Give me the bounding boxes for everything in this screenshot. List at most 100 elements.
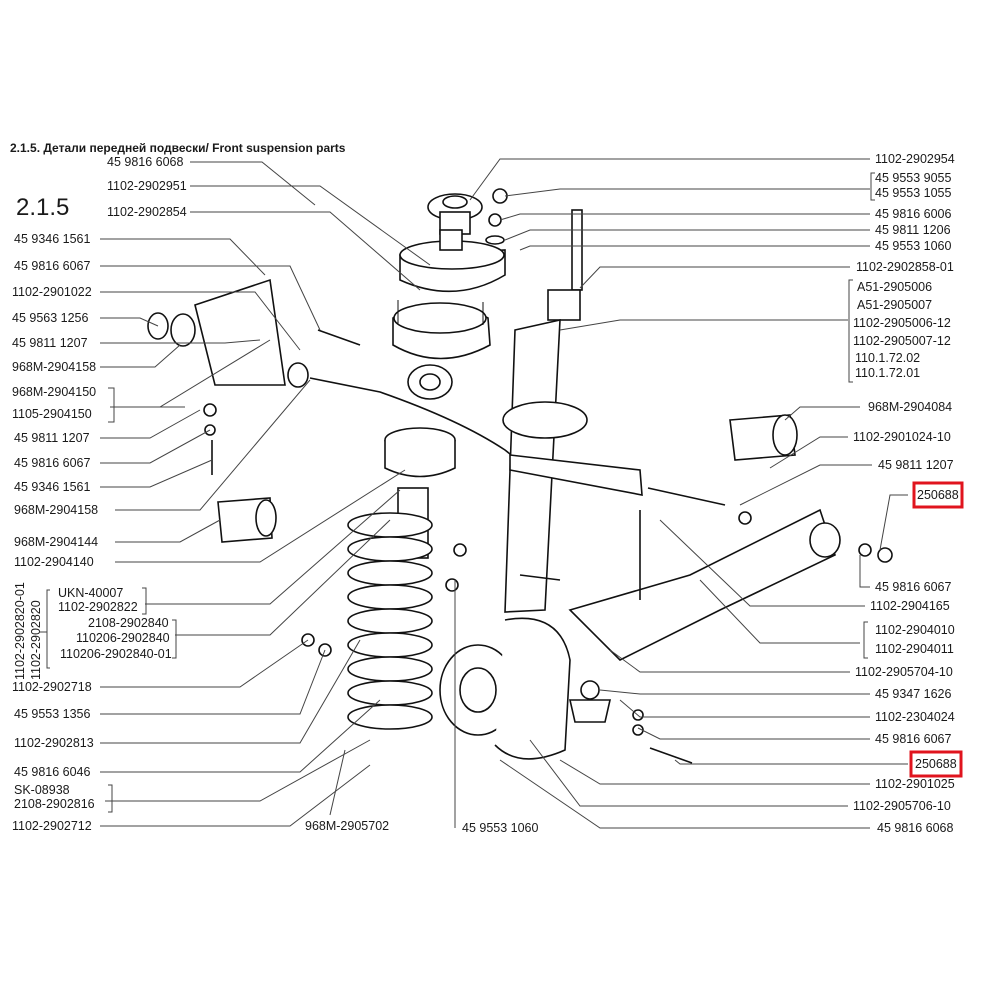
bracket-line <box>46 589 50 669</box>
part-label[interactable]: 45 9816 6046 <box>14 765 91 779</box>
part-label[interactable]: 968M-2905702 <box>305 819 389 833</box>
part-label[interactable]: 45 9816 6068 <box>877 821 954 835</box>
parts-drawing <box>147 188 893 764</box>
bracket-line <box>848 279 853 383</box>
part-label[interactable]: 1102-2905006-12 <box>853 316 951 330</box>
bushings <box>147 278 798 543</box>
leader-lines <box>40 158 908 829</box>
lower-support <box>392 300 491 360</box>
part-label[interactable]: SK-08938 <box>14 783 70 797</box>
part-label[interactable]: 1102-2902854 <box>107 205 187 219</box>
part-label[interactable]: 45 9816 6067 <box>14 259 91 273</box>
leader-line <box>105 739 371 802</box>
part-label[interactable]: 45 9816 6068 <box>107 155 184 169</box>
part-label[interactable]: 1102-2902813 <box>14 736 94 750</box>
part-label[interactable]: 1102-2905704-10 <box>855 665 953 679</box>
leader-line <box>499 759 870 829</box>
leader-line <box>175 519 391 636</box>
part-label[interactable]: 1102-2902822 <box>58 600 138 614</box>
leader-line <box>190 161 316 206</box>
part-label[interactable]: 968M-2904084 <box>868 400 952 414</box>
part-label[interactable]: 110206-2902840-01 <box>60 647 172 661</box>
part-label[interactable]: 45 9811 1207 <box>14 431 90 445</box>
part-label[interactable]: 45 9816 6067 <box>14 456 91 470</box>
spring-part-group: 1102-2902820-01 1102-2902820 UKN-40007 1… <box>13 582 172 680</box>
leader-line <box>100 238 266 276</box>
part-label[interactable]: 45 9347 1626 <box>875 687 952 701</box>
part-label[interactable]: 1102-2901025 <box>875 777 955 791</box>
part-label-vertical[interactable]: 1102-2902820-01 <box>13 582 27 680</box>
leader-line <box>659 519 865 607</box>
part-label[interactable]: 45 9553 1060 <box>462 821 539 835</box>
part-label[interactable]: 1102-2902954 <box>875 152 955 166</box>
part-label[interactable]: 968M-2904144 <box>14 535 98 549</box>
part-label[interactable]: 110.1.72.01 <box>855 366 920 380</box>
part-label[interactable]: UKN-40007 <box>58 586 123 600</box>
part-label[interactable]: 45 9816 6067 <box>875 732 952 746</box>
highlighted-part-label[interactable]: 250688 <box>915 757 957 771</box>
leader-line <box>100 639 361 744</box>
part-label[interactable]: 110.1.72.02 <box>855 351 920 365</box>
part-label[interactable]: 45 9811 1207 <box>12 336 88 350</box>
part-label[interactable]: 45 9346 1561 <box>14 232 91 246</box>
leader-line <box>100 764 371 827</box>
part-label[interactable]: 45 9346 1561 <box>14 480 91 494</box>
part-label[interactable]: 45 9816 6067 <box>875 580 952 594</box>
nuts-washers <box>203 188 893 736</box>
leader-line <box>100 459 213 488</box>
part-label[interactable]: 968M-2904158 <box>14 503 98 517</box>
part-label[interactable]: 2108-2902840 <box>88 616 169 630</box>
part-label[interactable]: 1102-2905706-10 <box>853 799 951 813</box>
leader-line <box>559 759 870 785</box>
part-label[interactable]: 1102-2904140 <box>14 555 94 569</box>
part-label[interactable]: 110206-2902840 <box>76 631 170 645</box>
leader-line <box>100 409 201 439</box>
highlighted-part-label[interactable]: 250688 <box>917 488 959 502</box>
spring-coil <box>347 608 433 634</box>
bracket-line <box>142 587 147 615</box>
part-label[interactable]: 968M-2904150 <box>12 385 96 399</box>
part-label[interactable]: 1102-2304024 <box>875 710 955 724</box>
spring-coil <box>347 704 433 730</box>
leader-line <box>100 649 326 715</box>
part-label[interactable]: 1102-2902718 <box>12 680 92 694</box>
part-label[interactable]: A51-2905006 <box>857 280 932 294</box>
part-label[interactable]: 1102-2901022 <box>12 285 92 299</box>
part-label[interactable]: 1102-2904165 <box>870 599 950 613</box>
leader-line <box>609 649 850 673</box>
part-label[interactable]: 2108-2902816 <box>14 797 95 811</box>
part-label[interactable]: 45 9563 1256 <box>12 311 89 325</box>
section-number: 2.1.5 <box>16 194 69 221</box>
part-label[interactable]: 1102-2901024-10 <box>853 430 951 444</box>
steering-knuckle <box>439 617 571 760</box>
leader-line <box>599 689 870 695</box>
part-label[interactable]: 1102-2904011 <box>875 642 954 656</box>
shock-absorber <box>502 209 643 613</box>
part-label[interactable]: 45 9816 6006 <box>875 207 952 221</box>
part-label[interactable]: 1105-2904150 <box>12 407 92 421</box>
part-label[interactable]: 45 9553 1055 <box>875 186 952 200</box>
part-label[interactable]: 968M-2904158 <box>12 360 96 374</box>
leader-line <box>100 639 309 688</box>
part-label[interactable]: 45 9553 1060 <box>875 239 952 253</box>
part-label[interactable]: 1102-2904010 <box>875 623 955 637</box>
part-label[interactable]: 1102-2905007-12 <box>853 334 951 348</box>
leader-line <box>115 519 221 543</box>
leader-line <box>579 266 850 289</box>
leader-line <box>559 319 848 331</box>
part-label[interactable]: 45 9553 9055 <box>875 171 952 185</box>
leader-line <box>100 291 301 351</box>
part-label-vertical[interactable]: 1102-2902820 <box>29 600 43 680</box>
leader-line <box>739 464 872 506</box>
highlight-box <box>909 750 963 778</box>
part-label[interactable]: 45 9811 1206 <box>875 223 951 237</box>
part-label[interactable]: 1102-2902712 <box>12 819 92 833</box>
part-label[interactable]: A51-2905007 <box>857 298 932 312</box>
part-label[interactable]: 45 9553 1356 <box>14 707 91 721</box>
part-label[interactable]: 45 9811 1207 <box>878 458 954 472</box>
part-label[interactable]: 1102-2902951 <box>107 179 187 193</box>
leader-line <box>499 213 870 221</box>
leader-line <box>879 494 908 551</box>
part-label[interactable]: 1102-2902858-01 <box>856 260 954 274</box>
